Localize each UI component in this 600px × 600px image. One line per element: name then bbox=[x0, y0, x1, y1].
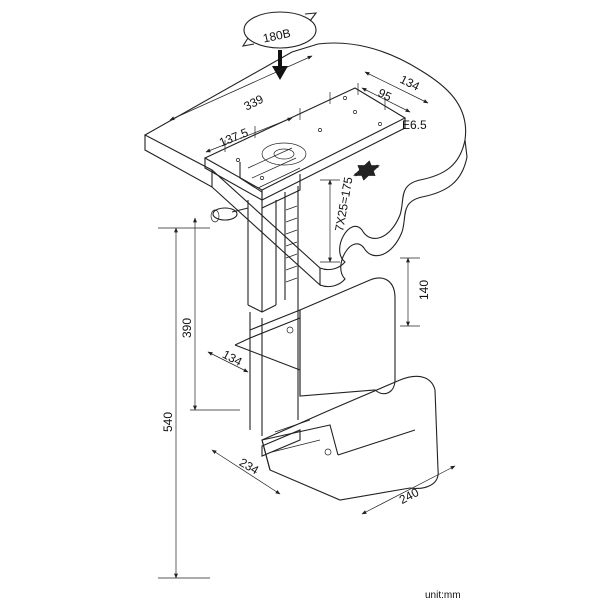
dim-134-left: 134 bbox=[220, 347, 245, 369]
rotation-indicator: 180B bbox=[241, 11, 318, 80]
dim-134-top: 134 bbox=[398, 72, 422, 94]
lower-tray bbox=[261, 375, 439, 501]
rotation-label: 180B bbox=[262, 26, 292, 46]
slide-arrow-icon bbox=[353, 160, 380, 181]
dim-95: 95 bbox=[376, 86, 394, 105]
dim-390: 390 bbox=[180, 318, 194, 338]
dim-e6-5: E6.5 bbox=[402, 118, 427, 132]
dim-7x25: 7X25=175 bbox=[332, 176, 355, 233]
telescoping-column bbox=[247, 186, 299, 436]
dim-540: 540 bbox=[161, 412, 175, 432]
dim-234: 234 bbox=[237, 455, 262, 477]
upper-side-plate bbox=[234, 277, 396, 397]
dim-137-5: 137.5 bbox=[217, 125, 250, 149]
rotation-hub bbox=[239, 147, 301, 209]
dim-339: 339 bbox=[242, 92, 266, 114]
locking-knob bbox=[210, 207, 249, 223]
dimensions: 339 137.5 134 95 E6.5 7X25=175 140 390 1… bbox=[158, 55, 456, 579]
dim-140: 140 bbox=[417, 280, 431, 300]
unit-label: unit:mm bbox=[425, 590, 461, 600]
